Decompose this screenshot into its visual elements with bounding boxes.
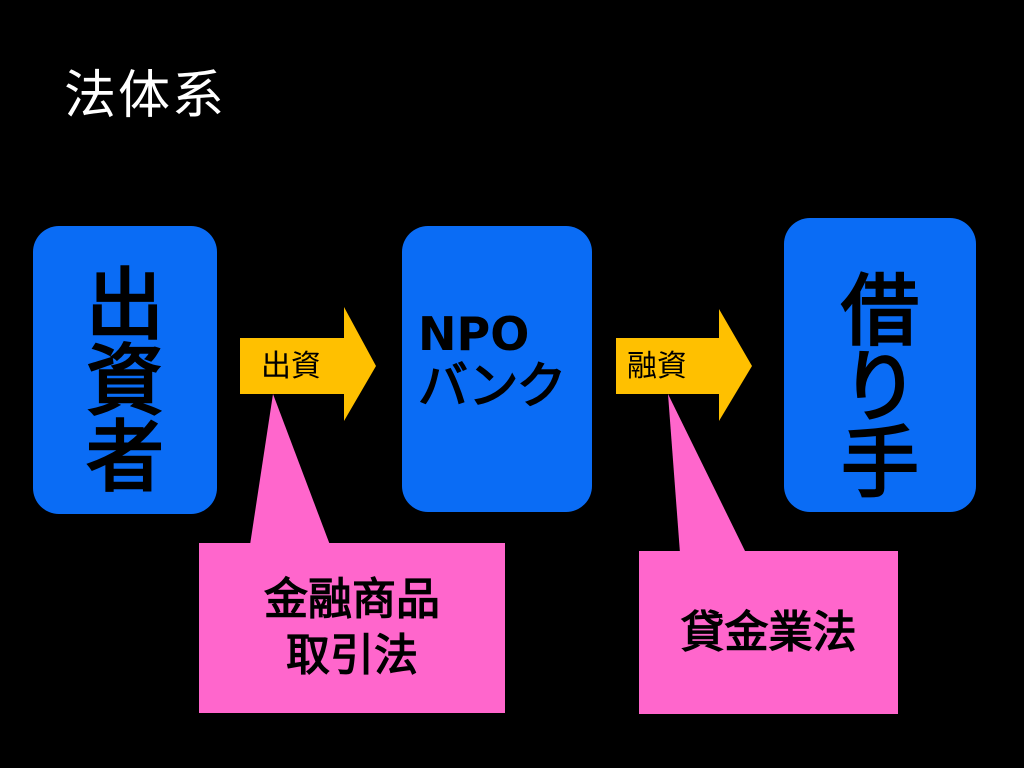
fisa-callout-line1: 金融商品 — [264, 574, 440, 625]
money-lending-callout: 貸金業法 — [639, 551, 898, 714]
fisa-callout: 金融商品 取引法 — [199, 543, 505, 713]
investor-box: 出資者 — [33, 226, 217, 514]
loan-arrow — [616, 309, 752, 421]
left-callout-pointer — [250, 394, 330, 545]
fisa-callout-line2: 取引法 — [286, 630, 418, 681]
investment-arrow — [240, 307, 376, 421]
stacked-char: り — [840, 343, 919, 433]
npo-bank-box: NPO バンク — [402, 226, 592, 512]
borrower-label: 借り手 — [784, 267, 976, 509]
slide-title: 法体系 — [64, 66, 227, 126]
investment-arrow-label: 出資 — [261, 349, 321, 384]
stacked-char: 資 — [85, 337, 164, 427]
stacked-char: 手 — [840, 419, 919, 509]
npo-bank-label: NPO バンク — [418, 308, 588, 412]
right-callout-pointer — [668, 394, 746, 553]
npo-label-line2: バンク — [418, 357, 567, 415]
npo-label-line1: NPO — [418, 307, 530, 361]
stacked-char: 出 — [85, 261, 164, 351]
stacked-char: 者 — [85, 413, 164, 503]
borrower-box: 借り手 — [784, 218, 976, 512]
investor-label: 出資者 — [33, 261, 217, 503]
stacked-char: 借 — [840, 267, 919, 357]
loan-arrow-label: 融資 — [627, 349, 687, 384]
money-lending-callout-text: 貸金業法 — [680, 606, 857, 658]
